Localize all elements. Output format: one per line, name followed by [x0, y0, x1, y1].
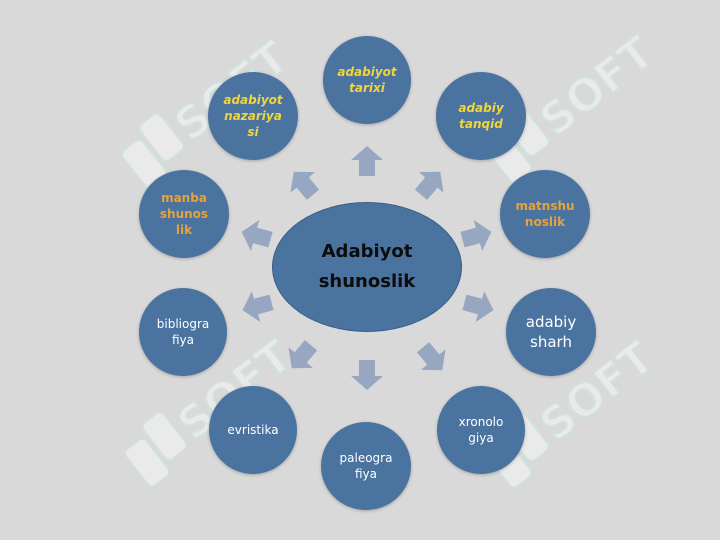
node-adabiy-sharh: adabiy sharh: [506, 288, 596, 376]
arrow-to-evristika: [288, 340, 318, 369]
center-line-1: Adabiyot: [321, 241, 413, 262]
arrow-to-adabiyot-nazariyasi: [290, 171, 320, 200]
node-label-line: fiya: [171, 333, 194, 347]
node-label-line: manba: [161, 191, 207, 205]
center-line-2: shunoslik: [318, 271, 416, 292]
node-label-line: xronolo: [458, 415, 504, 429]
node-adabiy-tanqid: adabiy tanqid: [436, 72, 526, 160]
node-label-line: matnshu: [515, 199, 575, 213]
arrow-to-xronologiya: [416, 342, 446, 371]
node-label-line: bibliogra: [156, 317, 210, 331]
node-label-line: adabiy: [458, 101, 504, 115]
node-evristika: evristika: [209, 386, 297, 474]
node-label-line: adabiy: [525, 313, 577, 331]
node-xronologiya: xronolo giya: [437, 386, 525, 474]
node-label-line: si: [247, 125, 259, 139]
arrow-to-adabiyot-tarixi: [351, 146, 383, 176]
node-bibliografiya: bibliogra fiya: [139, 288, 227, 376]
node-label-line: adabiyot: [337, 65, 397, 79]
watermark-logo-bottom-right: SOFT: [486, 331, 665, 489]
node-label-line: paleogra: [339, 451, 393, 465]
node-label-line: nazariya: [224, 109, 282, 123]
node-label-line: sharh: [530, 333, 572, 351]
arrow-to-matnshunoslik: [460, 220, 492, 251]
node-adabiyot-nazariyasi: adabiyot nazariya si: [208, 72, 298, 160]
arrow-to-adabiy-sharh: [462, 291, 494, 322]
node-paleografiya: paleogra fiya: [321, 422, 411, 510]
node-adabiyot-tarixi: adabiyot tarixi: [323, 36, 411, 124]
center-node: Adabiyot shunoslik: [272, 202, 462, 332]
node-label-line: lik: [175, 223, 193, 237]
arrow-to-bibliografiya: [242, 291, 274, 322]
arrow-to-paleografiya: [351, 360, 383, 390]
node-label-line: tanqid: [459, 117, 503, 131]
arrow-to-adabiy-tanqid: [414, 171, 444, 200]
node-label-line: giya: [468, 431, 494, 445]
node-label-line: noslik: [524, 215, 566, 229]
arrow-to-manbashunoslik: [241, 220, 273, 251]
node-manbashunoslik: manba shunos lik: [139, 170, 229, 258]
node-label-line: tarixi: [349, 81, 385, 95]
node-matnshunoslik: matnshu noslik: [500, 170, 590, 258]
node-label-line: adabiyot: [223, 93, 283, 107]
node-label-line: fiya: [354, 467, 377, 481]
node-label-line: shunos: [159, 207, 209, 221]
node-label-line: evristika: [227, 423, 279, 437]
